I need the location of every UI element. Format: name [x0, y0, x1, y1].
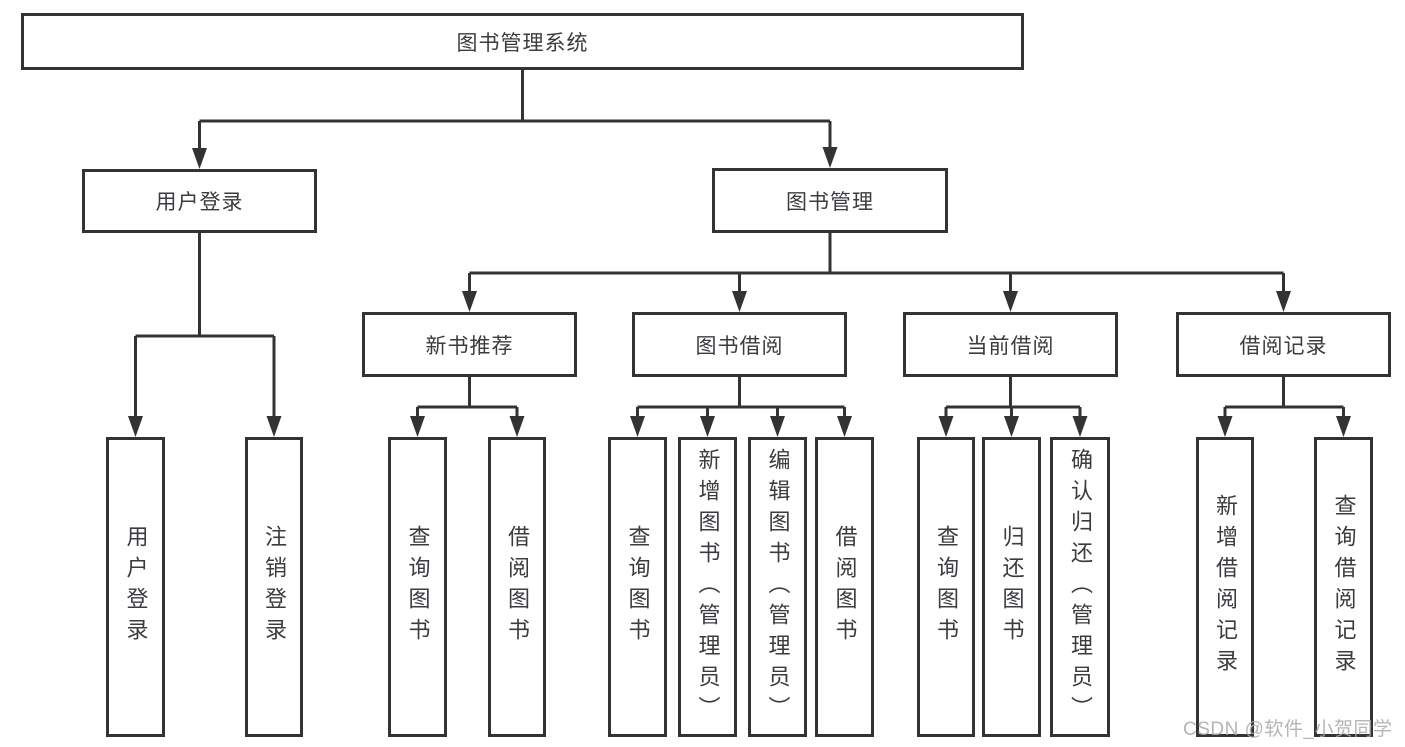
node-borrow-add-books-label: 新增图书（管理员）	[695, 447, 721, 727]
node-book-borrow: 图书借阅	[632, 312, 847, 377]
node-recommend-query-books-label: 查询图书	[405, 525, 431, 649]
node-records-query-record-label: 查询借阅记录	[1331, 494, 1357, 680]
node-current-borrow: 当前借阅	[903, 312, 1118, 377]
csdn-watermark: CSDN @软件_小贺同学	[1183, 719, 1393, 740]
node-leaf-logout-label: 注销登录	[262, 525, 287, 649]
node-user-login-label: 用户登录	[155, 191, 244, 214]
node-new-book-recommend-label: 新书推荐	[425, 334, 514, 358]
node-new-book-recommend: 新书推荐	[362, 312, 577, 377]
node-current-query-books: 查询图书	[917, 437, 975, 737]
connector-current-borrow-to-leaves	[938, 377, 1088, 437]
node-recommend-query-books: 查询图书	[388, 437, 447, 737]
node-recommend-borrow-books-label: 借阅图书	[505, 525, 530, 649]
connector-new-book-to-leaves	[410, 377, 525, 437]
node-records-add-record: 新增借阅记录	[1196, 437, 1254, 737]
node-borrow-query-books-label: 查询图书	[625, 525, 651, 649]
node-borrow-edit-books-label: 编辑图书（管理员）	[765, 447, 791, 727]
node-borrow-records: 借阅记录	[1176, 312, 1391, 377]
connector-book-management-to-level3	[462, 233, 1291, 312]
node-book-management: 图书管理	[712, 168, 948, 233]
connector-user-login-to-leaves	[128, 233, 282, 437]
connector-root-to-level2	[192, 70, 838, 169]
node-current-borrow-label: 当前借阅	[966, 334, 1055, 358]
node-leaf-user-login-label: 用户登录	[123, 525, 149, 649]
node-current-confirm-return-label: 确认归还（管理员）	[1068, 447, 1093, 727]
node-book-borrow-label: 图书借阅	[695, 334, 784, 358]
node-borrow-add-books: 新增图书（管理员）	[678, 437, 737, 737]
node-current-return-books: 归还图书	[982, 437, 1041, 737]
node-root-label: 图书管理系统	[456, 31, 589, 55]
node-recommend-borrow-books: 借阅图书	[488, 437, 546, 737]
node-leaf-logout: 注销登录	[245, 437, 303, 737]
node-user-login: 用户登录	[82, 169, 317, 233]
node-root: 图书管理系统	[21, 13, 1024, 70]
node-records-query-record: 查询借阅记录	[1314, 437, 1373, 737]
node-current-query-books-label: 查询图书	[934, 525, 959, 649]
node-book-management-label: 图书管理	[786, 190, 874, 214]
node-current-confirm-return: 确认归还（管理员）	[1050, 437, 1110, 737]
node-borrow-borrow-books: 借阅图书	[815, 437, 874, 737]
node-current-return-books-label: 归还图书	[999, 525, 1025, 649]
node-borrow-records-label: 借阅记录	[1239, 334, 1328, 358]
connector-borrow-records-to-leaves	[1217, 377, 1351, 437]
node-records-add-record-label: 新增借阅记录	[1213, 494, 1238, 680]
node-borrow-query-books: 查询图书	[608, 437, 667, 737]
connector-book-borrow-to-leaves	[630, 377, 852, 437]
node-leaf-user-login: 用户登录	[106, 437, 165, 737]
node-borrow-borrow-books-label: 借阅图书	[832, 525, 858, 649]
node-borrow-edit-books: 编辑图书（管理员）	[748, 437, 807, 737]
